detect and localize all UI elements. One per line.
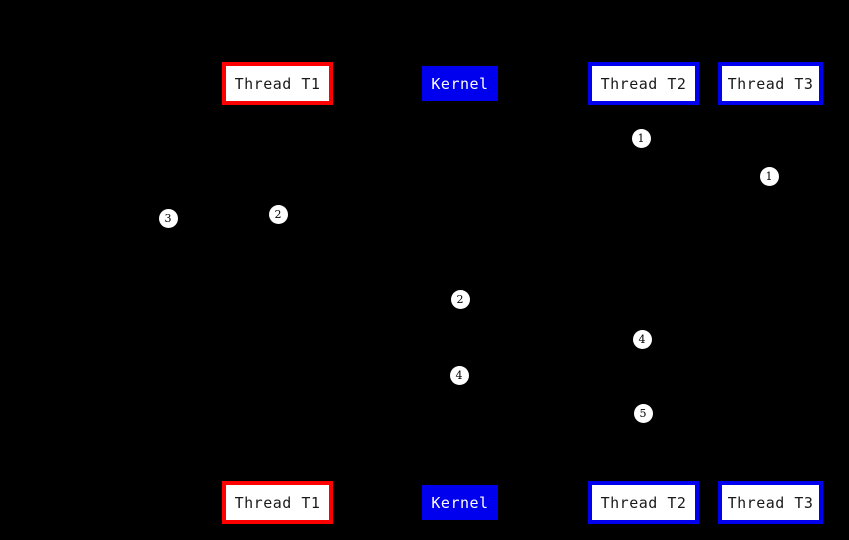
participant-label: Kernel bbox=[431, 74, 489, 93]
step-marker: 5 bbox=[633, 403, 653, 423]
participant-box-t2-top: Thread T2 bbox=[588, 62, 699, 105]
lifeline-t3 bbox=[770, 105, 771, 481]
step-marker-number: 3 bbox=[164, 211, 172, 225]
step-marker-number: 4 bbox=[455, 368, 463, 382]
participant-label: Thread T2 bbox=[600, 493, 687, 512]
step-marker: 2 bbox=[450, 289, 470, 309]
participant-label: Thread T3 bbox=[727, 74, 814, 93]
message-arrow bbox=[642, 413, 770, 433]
step-marker-number: 1 bbox=[637, 131, 645, 145]
participant-box-t1-bottom: Thread T1 bbox=[222, 481, 333, 524]
step-marker-number: 2 bbox=[274, 207, 282, 221]
participant-label: Thread T2 bbox=[600, 74, 687, 93]
participant-box-kernel-top: Kernel bbox=[422, 66, 498, 101]
participant-box-t3-bottom: Thread T3 bbox=[718, 481, 823, 524]
participant-box-kernel-bottom: Kernel bbox=[422, 485, 498, 520]
step-marker: 3 bbox=[158, 208, 178, 228]
participant-label: Thread T1 bbox=[234, 74, 321, 93]
step-marker: 4 bbox=[449, 365, 469, 385]
message-arrow bbox=[459, 375, 643, 396]
step-marker: 4 bbox=[632, 329, 652, 349]
message-arrow bbox=[459, 137, 643, 160]
participant-label: Thread T3 bbox=[727, 493, 814, 512]
message-arrow bbox=[459, 338, 643, 358]
lifeline-t1 bbox=[277, 105, 278, 481]
participant-box-t1-top: Thread T1 bbox=[222, 62, 333, 105]
message-arrow bbox=[459, 175, 770, 200]
participant-box-t2-bottom: Thread T2 bbox=[588, 481, 699, 524]
lifeline-t2 bbox=[643, 105, 644, 481]
message-arrow bbox=[167, 213, 277, 240]
participant-box-t3-top: Thread T3 bbox=[718, 62, 823, 105]
step-marker: 2 bbox=[268, 204, 288, 224]
participant-label: Kernel bbox=[431, 493, 489, 512]
participant-label: Thread T1 bbox=[234, 493, 321, 512]
step-marker-number: 5 bbox=[639, 406, 647, 420]
step-marker: 1 bbox=[631, 128, 651, 148]
step-marker-number: 2 bbox=[456, 292, 464, 306]
message-arrow bbox=[276, 298, 460, 320]
step-marker-number: 1 bbox=[765, 169, 773, 183]
step-marker: 1 bbox=[759, 166, 779, 186]
step-marker-number: 4 bbox=[638, 332, 646, 346]
